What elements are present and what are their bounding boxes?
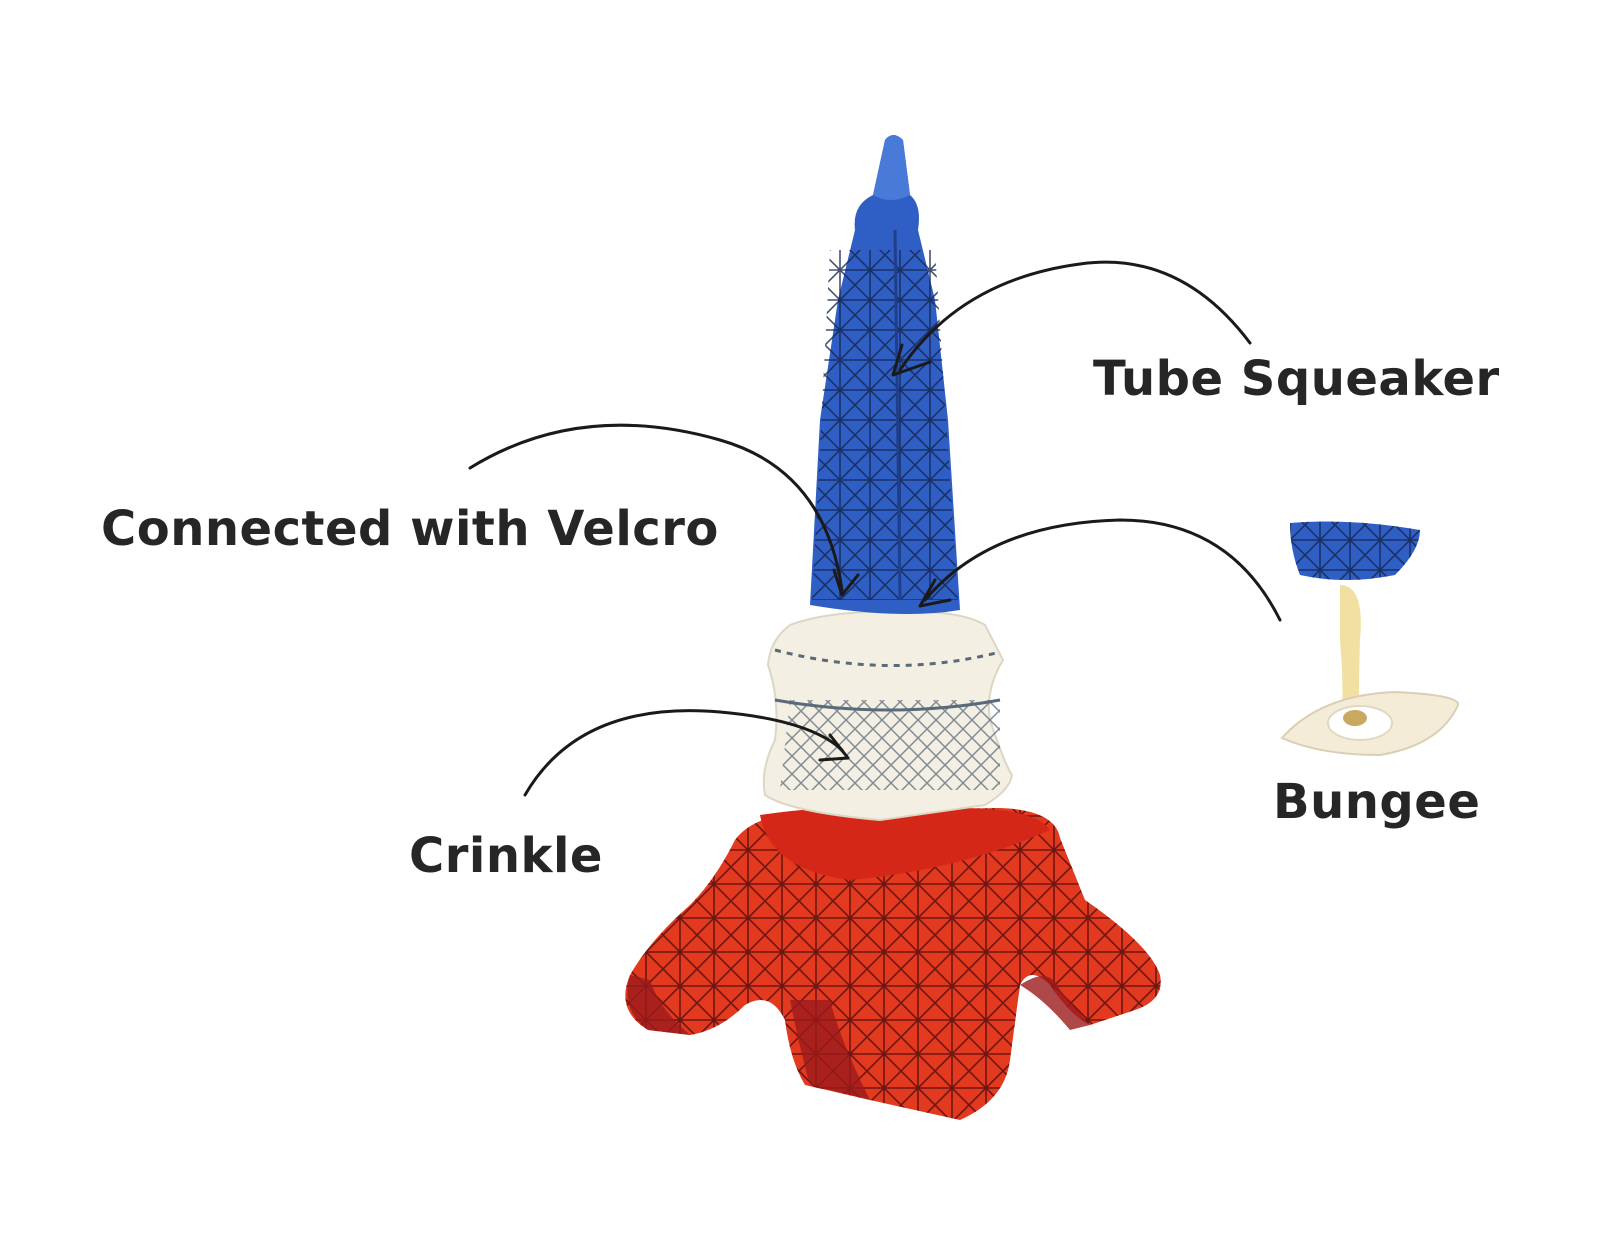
arrow-crinkle [523,709,844,797]
arrow-velcro-2 [923,518,1282,622]
arrow-crinkle-head [818,733,850,762]
bungee-detail-image [1280,521,1459,757]
arrow-tube-squeaker-head [891,343,932,377]
arrows [468,260,1282,797]
label-bungee: Bungee [1273,774,1481,830]
arrow-velcro-2-head [918,578,952,608]
tower-top-piece [810,135,960,614]
arrow-velcro-1-head [832,568,860,597]
arrow-tube-squeaker [898,260,1252,372]
label-connected-with-velcro: Connected with Velcro [101,501,719,557]
label-crinkle: Crinkle [409,828,603,884]
label-tube-squeaker: Tube Squeaker [1093,351,1500,407]
arrow-velcro-1 [468,423,844,592]
tower-middle-piece [762,610,1014,822]
tower-base-piece [625,806,1161,1120]
